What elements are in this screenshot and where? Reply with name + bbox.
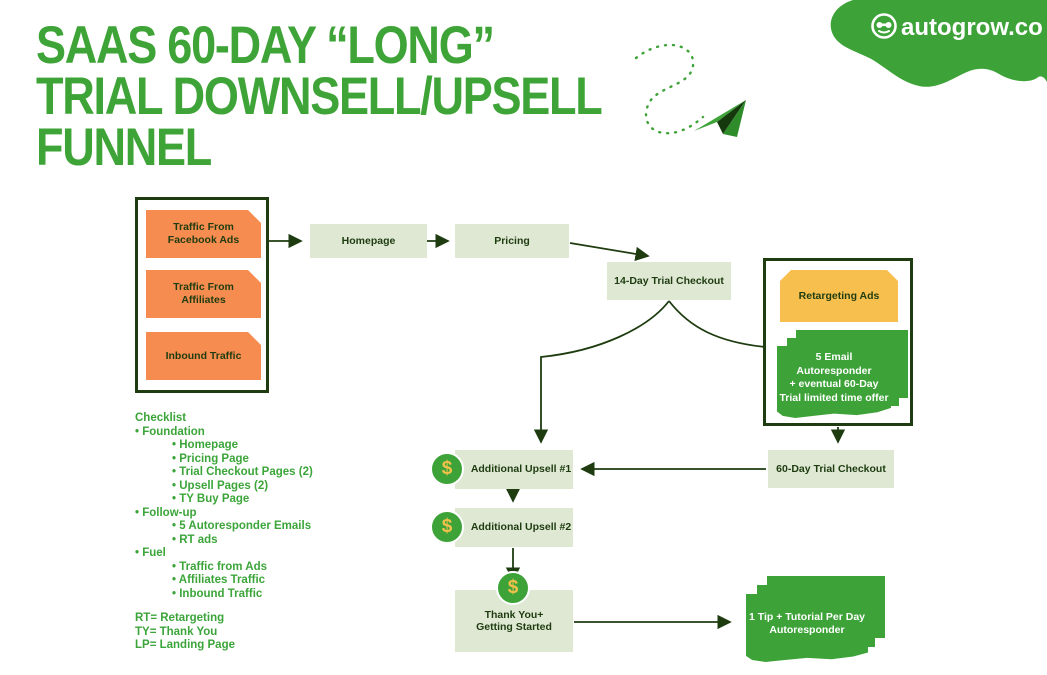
fork-left-to-upsell1	[533, 300, 670, 444]
node-label: Trial limited time offer	[779, 391, 889, 404]
node-label: Inbound Traffic	[165, 349, 242, 362]
node-traffic-facebook-ads: Traffic From Facebook Ads	[146, 210, 261, 258]
node-label: Retargeting Ads	[798, 290, 880, 302]
node-60-day-trial-checkout: 60-Day Trial Checkout	[768, 450, 894, 488]
node-label: 5 Email Autoresponder	[796, 351, 872, 377]
dollar-glyph: $	[441, 516, 453, 537]
checklist-section-fuel: Fuel	[135, 547, 313, 561]
node-label: Pricing	[494, 234, 530, 247]
paper-sheet-front: 1 Tip + Tutorial Per Day Autoresponder	[746, 594, 868, 662]
checklist: Checklist Foundation Homepage Pricing Pa…	[135, 412, 313, 653]
checklist-title: Checklist	[135, 412, 187, 424]
logo-blob: autogrow.co	[830, 0, 1047, 87]
checklist-item: Affiliates Traffic	[172, 574, 313, 588]
node-traffic-affiliates: Traffic From Affiliates	[146, 270, 261, 318]
legend-item: RT= Retargeting	[135, 612, 225, 624]
node-label: Traffic From Facebook Ads	[167, 221, 240, 246]
node-14-day-trial-checkout: 14-Day Trial Checkout	[607, 262, 731, 300]
node-label: Thank You+	[484, 608, 544, 621]
dollar-glyph: $	[507, 577, 519, 598]
legend-item: LP= Landing Page	[135, 639, 236, 651]
checklist-item: Pricing Page	[172, 453, 313, 467]
paper-plane-icon	[694, 100, 746, 137]
node-additional-upsell-1: Additional Upsell #1	[455, 450, 573, 489]
node-homepage: Homepage	[310, 224, 427, 258]
title-line-2: TRIAL DOWNSELL/UPSELL	[36, 67, 603, 126]
legend-item: TY= Thank You	[135, 625, 218, 638]
checklist-item: Inbound Traffic	[172, 588, 313, 602]
node-inbound-traffic: Inbound Traffic	[146, 332, 261, 380]
node-label: Additional Upsell #1	[470, 463, 572, 476]
node-pricing: Pricing	[455, 224, 569, 258]
checklist-item: Homepage	[172, 439, 313, 453]
dollar-icon: $	[496, 571, 530, 605]
checklist-item: RT ads	[172, 534, 313, 548]
checklist-section-follow-up: Follow-up	[135, 507, 313, 521]
fork-right-to-retargeting	[668, 300, 766, 348]
checklist-item: Trial Checkout Pages (2)	[172, 466, 313, 480]
title-line-1: SAAS 60-DAY “LONG”	[36, 16, 495, 75]
node-retargeting-ads: Retargeting Ads	[780, 270, 898, 322]
node-additional-upsell-2: Additional Upsell #2	[455, 508, 573, 547]
dashed-doodle-path	[634, 43, 705, 135]
node-label: Homepage	[341, 234, 396, 247]
node-label: Getting Started	[476, 621, 552, 633]
checklist-item: 5 Autoresponder Emails	[172, 520, 313, 534]
arrow-pricing-trial14	[569, 242, 650, 262]
checklist-item: Upsell Pages (2)	[172, 480, 313, 494]
paper-sheet-front: 5 Email Autoresponder + eventual 60-Day …	[777, 346, 891, 418]
mascot-icon	[871, 13, 897, 39]
node-label: Traffic From Affiliates	[173, 281, 234, 306]
node-label: Additional Upsell #2	[470, 521, 572, 534]
checklist-item: TY Buy Page	[172, 493, 313, 507]
checklist-legend: RT= Retargeting TY= Thank You LP= Landin…	[135, 612, 313, 653]
node-label: Autoresponder	[769, 624, 845, 636]
dollar-icon: $	[430, 452, 464, 486]
checklist-section-foundation: Foundation	[135, 426, 313, 440]
dollar-glyph: $	[441, 458, 453, 479]
page-title: SAAS 60-DAY “LONG” TRIAL DOWNSELL/UPSELL…	[36, 16, 603, 177]
checklist-item: Traffic from Ads	[172, 561, 313, 575]
dollar-icon: $	[430, 510, 464, 544]
node-label: 60-Day Trial Checkout	[776, 462, 886, 475]
node-label: 14-Day Trial Checkout	[614, 274, 724, 287]
logo-text: autogrow.co	[901, 14, 1043, 41]
node-label: + eventual 60-Day	[789, 378, 879, 390]
title-line-3: FUNNEL	[36, 118, 212, 177]
node-label: 1 Tip + Tutorial Per Day	[748, 610, 866, 623]
